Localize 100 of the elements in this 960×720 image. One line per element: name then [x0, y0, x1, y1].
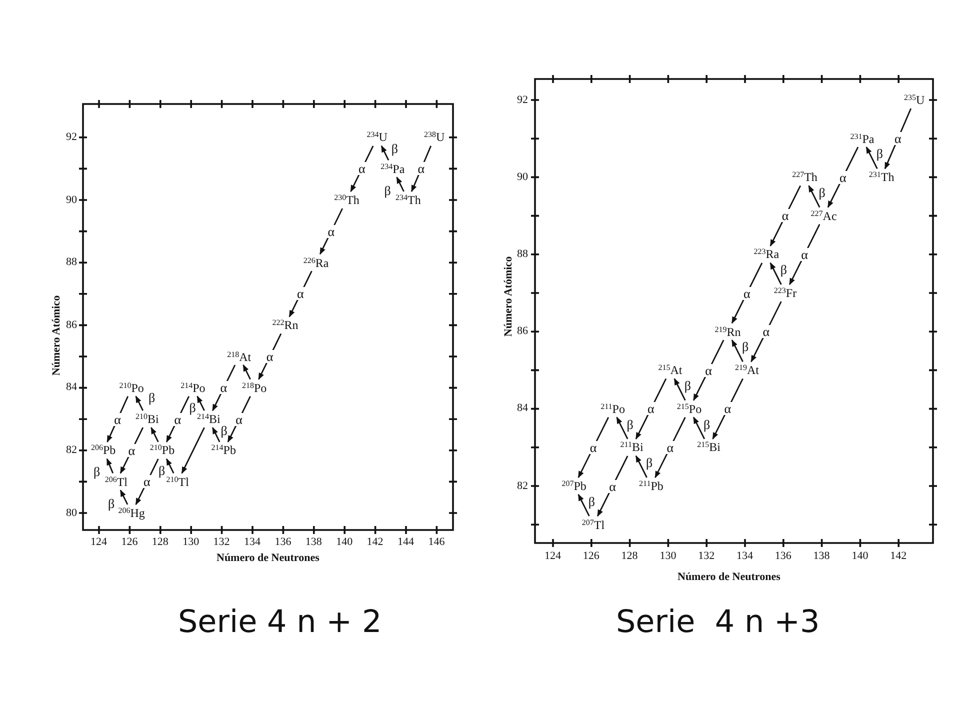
nuclide-label: $^{227}$Ac [810, 208, 837, 223]
tick-label: 88 [66, 257, 77, 268]
decay-arrow [227, 396, 251, 443]
decay-label: β [779, 263, 788, 276]
decay-label: α [416, 162, 426, 176]
decay-arrow [596, 456, 628, 517]
decay-label: α [357, 162, 366, 176]
decay-label: β [390, 142, 399, 155]
decay-label: α [173, 412, 182, 426]
tick-label: 134 [244, 537, 260, 548]
nuclide-label: $^{211}$Po [600, 402, 625, 416]
decay-label: β [683, 378, 692, 392]
decay-label: α [723, 402, 732, 416]
decay-arrow [350, 146, 374, 192]
tick-label: 86 [517, 326, 528, 338]
decay-arrow [135, 458, 159, 506]
decay-arrow [120, 427, 144, 474]
decay-label: α [296, 287, 305, 300]
decay-arrow [578, 494, 590, 516]
tick-label: 92 [517, 94, 528, 106]
decay-arrow [166, 458, 174, 474]
nuclide-label: $^{207}$Pb [562, 479, 586, 493]
decay-arrow [380, 145, 390, 160]
decay-arrow [731, 262, 763, 324]
decay-arrow [788, 224, 820, 286]
decay-label: β [157, 464, 166, 476]
nuclide-label: $^{210}$Pb [150, 443, 175, 458]
nuclide-label: $^{238}$U [424, 130, 445, 144]
nuclide-label: $^{215}$Po [676, 402, 702, 416]
nuclide-label: $^{211}$Pb [639, 479, 664, 493]
decay-label: α [666, 440, 674, 454]
tick-label: 134 [736, 551, 753, 562]
decay-label: β [383, 184, 392, 197]
decay-arrow [692, 416, 706, 440]
decay-label: α [127, 444, 136, 457]
decay-arrow [212, 426, 220, 442]
tick-label: 82 [66, 444, 77, 456]
decay-arrow [827, 146, 859, 208]
decay-label: β [702, 418, 712, 431]
decay-label: α [742, 286, 752, 300]
decay-arrow [866, 146, 878, 170]
decay-arrow [212, 364, 236, 412]
decay-label: α [893, 132, 902, 146]
nuclide-label: $^{214}$Pb [211, 443, 236, 458]
decay-arrow [106, 458, 114, 474]
nuclide-label: $^{210}$Tl [166, 474, 189, 489]
nuclide-label: $^{219}$At [735, 363, 759, 378]
nuclide-label: $^{222}$Rn [272, 318, 298, 332]
tick-label: 128 [621, 551, 638, 562]
decay-arrow [635, 455, 648, 478]
tick-label: 126 [121, 537, 138, 548]
nuclide-label: $^{215}$At [658, 363, 682, 378]
decay-arrow [410, 146, 432, 192]
decay-arrow [135, 396, 144, 411]
decay-arrow [319, 208, 344, 255]
tick-label: 132 [213, 537, 230, 548]
decay-label: α [219, 381, 228, 394]
decay-label: α [113, 412, 122, 426]
decay-arrow [578, 416, 610, 478]
nuclide-label: $^{234}$Pa [380, 162, 405, 176]
decay-label: β [587, 494, 596, 508]
tick-label: 90 [66, 194, 77, 206]
tick-label: 90 [517, 172, 528, 183]
decay-arrow [654, 416, 686, 478]
tick-label: 142 [890, 551, 907, 562]
decay-label: β [188, 400, 197, 414]
tick-label: 82 [517, 480, 528, 492]
decay-arrow [674, 378, 686, 401]
tick-label: 86 [66, 320, 77, 331]
nuclide-label: $^{218}$At [227, 350, 252, 364]
decay-arrow [166, 396, 190, 443]
nuclide-label: $^{210}$Bi [136, 412, 159, 426]
tick-label: 124 [544, 551, 561, 562]
decay-arrow [106, 396, 129, 443]
nuclide-label: $^{219}$Rn [714, 324, 741, 339]
decay-label: β [644, 456, 654, 470]
decay-arrow [242, 364, 251, 380]
decay-arrow [770, 262, 782, 285]
tick-label: 80 [66, 508, 77, 518]
nuclide-label: $^{211}$Bi [620, 440, 644, 454]
decay-label: α [265, 350, 274, 363]
decay-arrow [635, 378, 667, 440]
tick-label: 132 [698, 551, 715, 562]
decay-label: α [608, 480, 617, 492]
axis-title: Número de Neutrones [678, 572, 780, 582]
nuclide-label: $^{231}$Pa [850, 132, 874, 146]
tick-label: 128 [152, 537, 168, 548]
nuclide-label: $^{218}$Po [242, 380, 267, 395]
decay-label: α [588, 440, 598, 454]
tick-label: 88 [517, 248, 528, 260]
decay-arrow [731, 339, 744, 362]
decay-label: α [704, 364, 713, 377]
decay-label: β [875, 147, 884, 160]
decay-arrow [181, 427, 205, 474]
decay-label: β [147, 390, 156, 404]
tick-label: 136 [774, 551, 792, 562]
tick-label: 144 [398, 537, 414, 548]
series-caption: Serie 4 n + 2 [178, 606, 382, 638]
decay-label: β [220, 424, 228, 438]
nuclide-label: $^{206}$Pb [91, 443, 116, 458]
